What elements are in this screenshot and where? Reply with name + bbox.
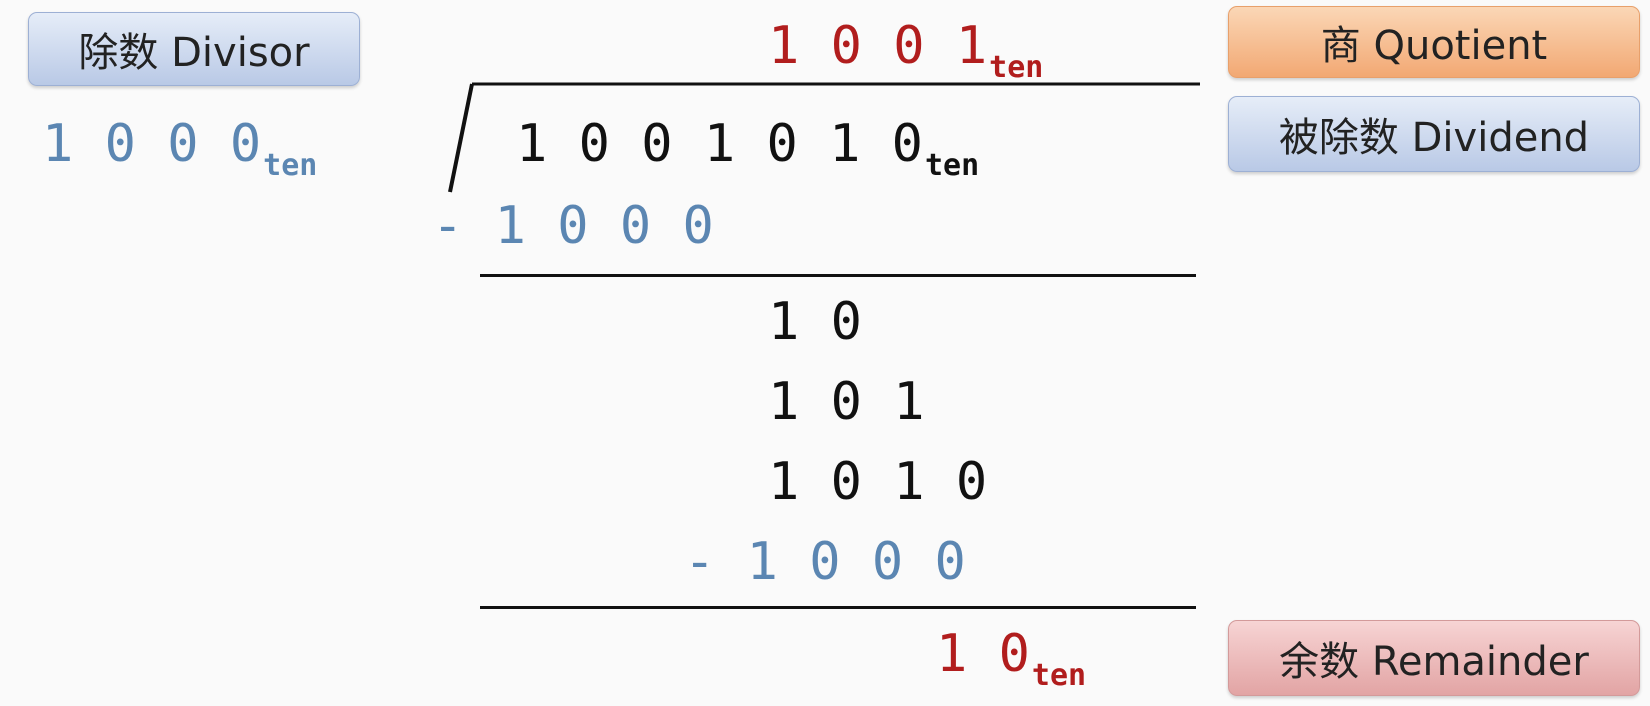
divisor-base: ten (263, 148, 318, 183)
remainder-label: 余数 Remainder (1228, 620, 1640, 696)
quotient-base: ten (989, 50, 1044, 85)
divisor-label: 除数 Divisor (28, 12, 360, 86)
dividend-label: 被除数 Dividend (1228, 96, 1640, 172)
step-row-3: 1 0 1 0 (768, 452, 988, 512)
quotient-label: 商 Quotient (1228, 6, 1640, 78)
remainder-digits: 1 0 (936, 624, 1030, 684)
quotient-digits: 1 0 0 1 (768, 16, 988, 76)
division-bracket (448, 82, 1200, 193)
subtract-row-1: - 1 0 0 0 (432, 196, 714, 256)
dividend-digits: 1 0 0 1 0 1 0 (516, 114, 923, 174)
divisor-digits: 1 0 0 0 (42, 114, 262, 174)
dividend-value: 1 0 0 1 0 1 0ten (516, 114, 979, 183)
divisor-value: 1 0 0 0ten (42, 114, 317, 183)
remainder-base: ten (1031, 658, 1087, 693)
subtraction-rule-2 (480, 606, 1196, 609)
dividend-base: ten (925, 148, 980, 183)
quotient-value: 1 0 0 1ten (768, 16, 1043, 85)
subtract-row-2: - 1 0 0 0 (684, 532, 966, 592)
step-row-2: 1 0 1 (768, 372, 925, 432)
subtraction-rule-1 (480, 274, 1196, 277)
step-row-1: 1 0 (768, 292, 862, 352)
remainder-value: 1 0ten (936, 624, 1086, 693)
